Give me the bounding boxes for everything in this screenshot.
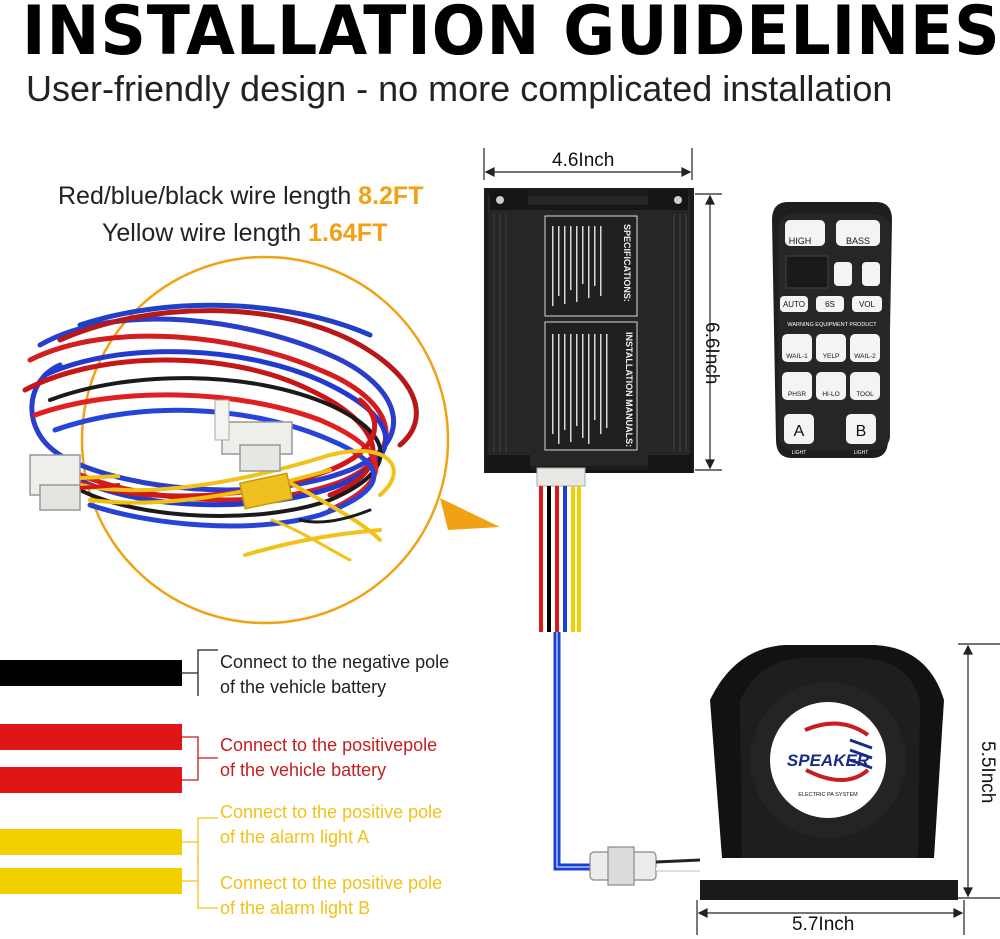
speaker-brand: SPEAKER [787, 751, 870, 770]
remote-button-wail1: WAIL-1 [786, 353, 808, 360]
remote-light-label-b: LIGHT [854, 450, 869, 456]
amp-width-dimension [483, 148, 693, 180]
amp-height-dimension [695, 193, 722, 471]
amp-width-label: 4.6Inch [552, 150, 615, 171]
fuse-holder [238, 472, 294, 510]
amp-specifications-label: SPECIFICATIONS: [622, 224, 632, 302]
remote-button-b: B [856, 423, 867, 440]
speaker-height-dimension [958, 643, 1000, 899]
remote-button-wail2: WAIL-2 [854, 353, 876, 360]
speaker-width-dimension [696, 900, 965, 935]
speaker-width-label: 5.7Inch [792, 914, 855, 935]
amp-installation-label: INSTALLATION MANUALS: [624, 332, 634, 447]
speaker-height-label: 5.5Inch [977, 741, 998, 804]
connection-red: Connect to the positivepole of the vehic… [220, 733, 437, 783]
connection-yellow-b: Connect to the positive pole of the alar… [220, 871, 442, 921]
remote-panel-label: WARNING EQUIPMENT PRODUCT [787, 322, 877, 328]
amp-height-label: 6.6Inch [701, 322, 722, 385]
wire-length-label-2: Yellow wire length [102, 219, 309, 247]
wire-bar-yellow-2 [0, 868, 182, 894]
connection-black: Connect to the negative pole of the vehi… [220, 650, 449, 700]
remote-button-6s: 6S [825, 300, 835, 309]
connection-yellow-b-line1: Connect to the positive pole [220, 873, 443, 893]
connection-yellow-a: Connect to the positive pole of the alar… [220, 800, 442, 850]
wire-length-value-2: 1.64FT [308, 219, 388, 247]
remote-button-yelp: YELP [823, 353, 840, 360]
harness-connector-center [214, 399, 293, 472]
connection-red-line2: of the vehicle battery [220, 760, 387, 780]
remote-control: HIGH BASS AUTO 6S VOL WARNING EQUIPMENT … [772, 202, 892, 458]
wire-bar-yellow-1 [0, 829, 182, 855]
speaker-subtext: ELECTRIC PA SYSTEM [798, 792, 858, 798]
page-subtitle: User-friendly design - no more complicat… [26, 68, 893, 109]
remote-button-auto: AUTO [783, 300, 805, 309]
amp-output-wires [536, 467, 701, 886]
amplifier-box: SPECIFICATIONS: INSTALLATION MANUALS: [484, 188, 694, 473]
connection-red-line1: Connect to the positivepole [220, 735, 438, 755]
harness-connector-left [29, 454, 121, 511]
wire-length-label-1: Red/blue/black wire length [58, 182, 359, 210]
wire-length-line-1: Red/blue/black wire length 8.2FT [58, 182, 423, 211]
connection-yellow-a-line2: of the alarm light A [220, 827, 370, 847]
remote-button-hilo: HI-LO [822, 391, 839, 398]
remote-button-high: HIGH [789, 236, 812, 246]
wire-harness-image [22, 302, 419, 562]
wire-bar-red-1 [0, 724, 182, 750]
connection-black-line2: of the vehicle battery [220, 677, 387, 697]
connection-yellow-b-line2: of the alarm light B [220, 898, 371, 918]
remote-button-tool: TOOL [856, 391, 874, 398]
wire-length-line-2: Yellow wire length 1.64FT [102, 219, 387, 248]
wire-length-value-1: 8.2FT [358, 182, 424, 210]
connection-black-line1: Connect to the negative pole [220, 652, 450, 672]
remote-button-phsr: PHSR [788, 391, 806, 398]
speaker-image: SPEAKER ELECTRIC PA SYSTEM [700, 645, 958, 900]
wire-bar-red-2 [0, 767, 182, 793]
remote-button-vol: VOL [859, 300, 876, 309]
remote-button-a: A [794, 423, 805, 440]
page-title: INSTALLATION GUIDELINES [22, 0, 1000, 71]
connection-brackets [180, 649, 218, 909]
remote-button-bass: BASS [846, 236, 870, 246]
wire-bar-black [0, 660, 182, 686]
remote-light-label-a: LIGHT [792, 450, 807, 456]
connection-yellow-a-line1: Connect to the positive pole [220, 802, 443, 822]
